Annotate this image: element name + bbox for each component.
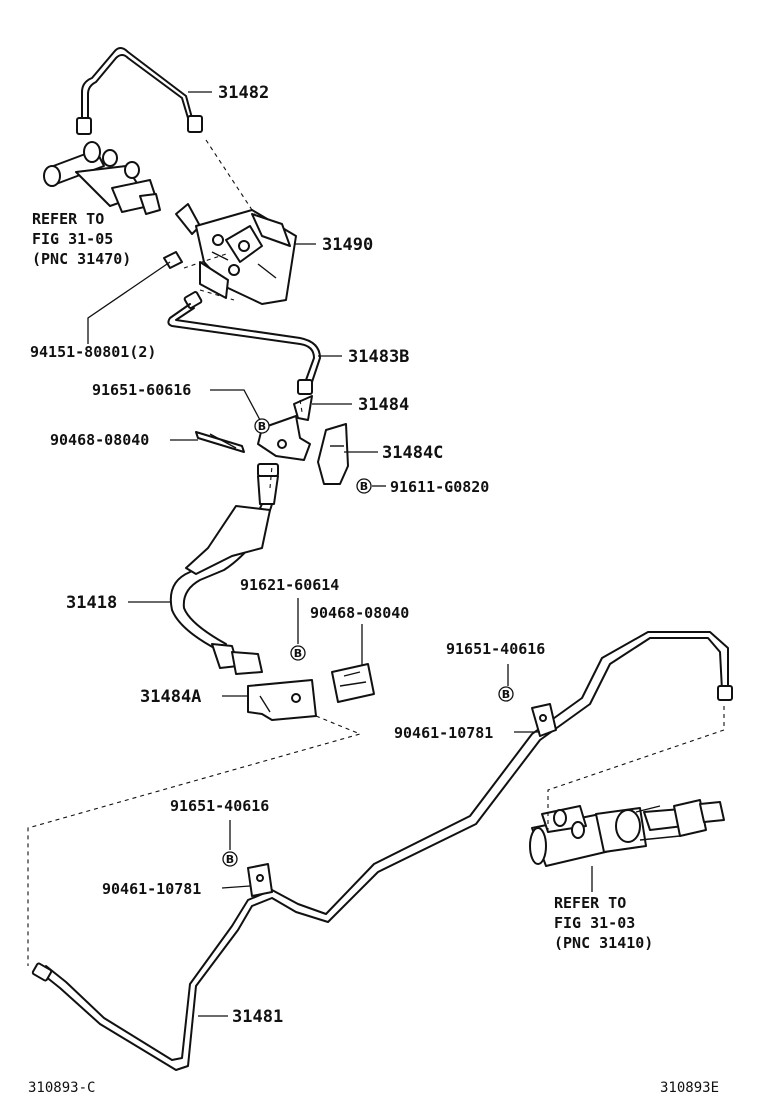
bracket-31484A[interactable] xyxy=(247,679,317,721)
reference-line: FIG 31-03 xyxy=(554,914,635,932)
label-31483B: 31483B xyxy=(348,347,409,367)
label-31418: 31418 xyxy=(66,593,117,613)
footer-code-left: 310893-C xyxy=(28,1080,95,1096)
svg-text:B: B xyxy=(258,420,266,433)
bolt-marker[interactable]: B xyxy=(498,686,514,702)
bracket-31484[interactable] xyxy=(257,395,313,461)
bolt-marker[interactable]: B xyxy=(290,645,306,661)
clip-90461-right[interactable] xyxy=(531,703,557,737)
leader-lines xyxy=(87,91,593,1017)
svg-text:B: B xyxy=(226,853,234,866)
label-31482: 31482 xyxy=(218,83,269,103)
clip-90468-top[interactable] xyxy=(195,431,245,453)
label-91651-40616-right: 91651-40616 xyxy=(446,640,545,658)
reference-line: FIG 31-05 xyxy=(32,230,113,248)
flexible-hose-31418[interactable] xyxy=(169,463,279,675)
release-cylinder-reference xyxy=(43,141,161,215)
bolt-marker[interactable]: B xyxy=(254,418,270,434)
footer-code-right: 310893E xyxy=(660,1080,719,1096)
reference-line: REFER TO xyxy=(554,894,626,912)
tube-31482[interactable] xyxy=(76,47,203,135)
label-90461-10781-right: 90461-10781 xyxy=(394,724,493,742)
label-91621-60614: 91621-60614 xyxy=(240,576,339,594)
reference-note-top: REFER TO FIG 31-05 (PNC 31470) xyxy=(32,210,131,268)
bolt-marker[interactable]: B xyxy=(222,851,238,867)
master-cylinder-reference xyxy=(529,799,725,867)
label-90468-08040-top: 90468-08040 xyxy=(50,431,149,449)
svg-text:B: B xyxy=(360,480,368,493)
label-31481: 31481 xyxy=(232,1007,283,1027)
reference-line: (PNC 31410) xyxy=(554,934,653,952)
label-91611-G0820: 91611-G0820 xyxy=(390,478,489,496)
bracket-31484C[interactable] xyxy=(317,423,349,485)
label-90468-08040-mid: 90468-08040 xyxy=(310,604,409,622)
label-31484: 31484 xyxy=(358,395,409,415)
reference-line: REFER TO xyxy=(32,210,104,228)
tube-31483B[interactable] xyxy=(167,291,321,395)
alignment-dashed-lines xyxy=(27,139,725,966)
clip-90461-left[interactable] xyxy=(247,863,273,897)
bracket-assembly-31490[interactable] xyxy=(175,203,297,305)
tube-31481[interactable] xyxy=(31,631,733,1071)
reference-line: (PNC 31470) xyxy=(32,250,131,268)
bolt-marker[interactable]: B xyxy=(356,478,372,494)
clip-90468-mid[interactable] xyxy=(331,663,375,703)
nut-94151[interactable] xyxy=(163,251,183,269)
label-31484A: 31484A xyxy=(140,687,201,707)
label-31484C: 31484C xyxy=(382,443,443,463)
label-31490: 31490 xyxy=(322,235,373,255)
label-91651-40616-left: 91651-40616 xyxy=(170,797,269,815)
svg-text:B: B xyxy=(502,688,510,701)
label-91651-60616: 91651-60616 xyxy=(92,381,191,399)
label-94151-80801: 94151-80801(2) xyxy=(30,343,156,361)
label-90461-10781-left: 90461-10781 xyxy=(102,880,201,898)
svg-text:B: B xyxy=(294,647,302,660)
reference-note-bottom: REFER TO FIG 31-03 (PNC 31410) xyxy=(554,894,653,952)
